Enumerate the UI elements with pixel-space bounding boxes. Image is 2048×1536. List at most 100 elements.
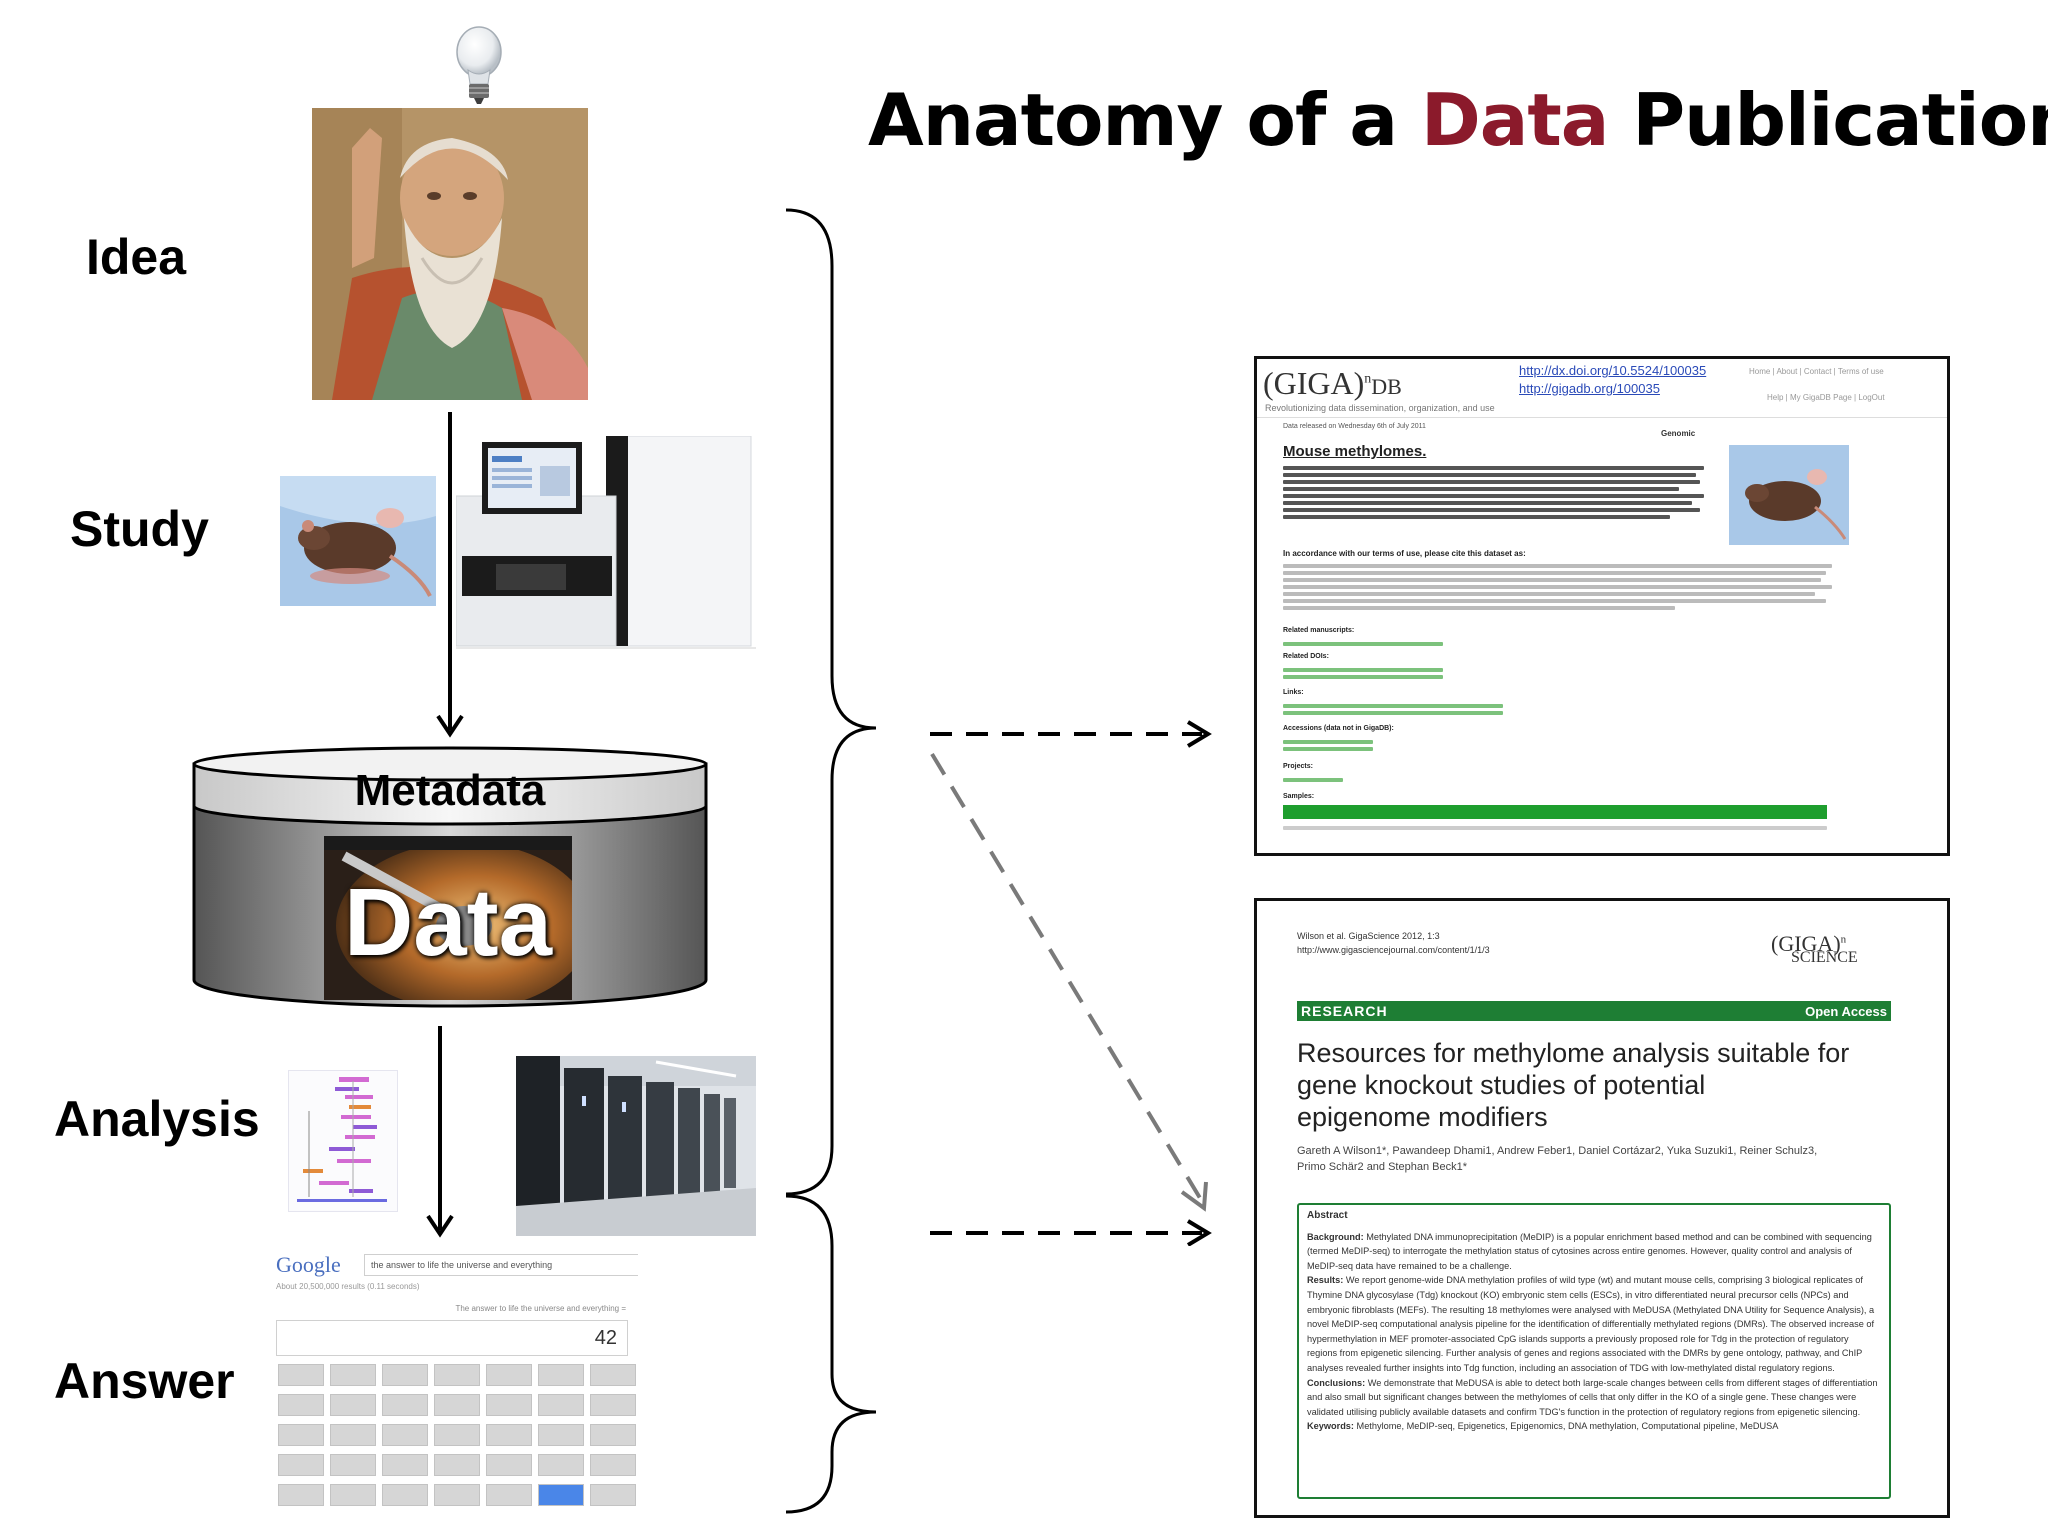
gigadb-logo: (GIGA)nDB: [1263, 365, 1402, 401]
calculator-key[interactable]: [538, 1424, 584, 1446]
gigadb-accessions: Accessions (data not in GigaDB):: [1283, 725, 1394, 732]
abstract-heading: Abstract: [1307, 1210, 1348, 1221]
gigadb-doi-link[interactable]: http://dx.doi.org/10.5524/100035: [1519, 363, 1707, 378]
calculator-key[interactable]: [434, 1424, 480, 1446]
calculator-key[interactable]: [538, 1364, 584, 1386]
calculator-key[interactable]: [330, 1394, 376, 1416]
calculator-key[interactable]: [486, 1484, 532, 1506]
server-room-photo: [516, 1056, 756, 1236]
gigadb-dataset-title: Mouse methylomes.: [1283, 443, 1427, 460]
paper-citation: Wilson et al. GigaScience 2012, 1:3: [1297, 931, 1440, 941]
workflow-diagram-thumbnail: [288, 1070, 398, 1212]
stage-label-idea: Idea: [86, 229, 187, 285]
nav-contact[interactable]: Contact: [1803, 367, 1832, 376]
calculator-key[interactable]: [278, 1394, 324, 1416]
metadata-label: Metadata: [354, 766, 546, 815]
paper-banner-research: RESEARCH: [1301, 1003, 1388, 1019]
nav-home[interactable]: Home: [1749, 367, 1771, 376]
calculator-key[interactable]: [590, 1424, 636, 1446]
light-bulb-icon: [456, 26, 502, 104]
calculator-key[interactable]: [278, 1484, 324, 1506]
paper-url[interactable]: http://www.gigasciencejournal.com/conten…: [1297, 945, 1490, 955]
calculator-key[interactable]: [590, 1394, 636, 1416]
gigadb-tagline: Revolutionizing data dissemination, orga…: [1265, 403, 1495, 413]
calculator-key[interactable]: [486, 1424, 532, 1446]
gigadb-category: Genomic: [1661, 429, 1696, 438]
page-title: Anatomy of a Data Publication: [868, 78, 2048, 162]
gigadb-nav: Home | About | Contact | Terms of use: [1749, 367, 1884, 376]
arrow-database-to-answer: [426, 1026, 454, 1238]
data-label: Data: [343, 869, 553, 976]
gigadb-related-manuscripts: Related manuscripts:: [1283, 627, 1355, 634]
search-query-input[interactable]: the answer to life the universe and ever…: [364, 1254, 638, 1276]
calc-expression: The answer to life the universe and ever…: [455, 1304, 626, 1313]
gigascience-logo: (GIGA)n SCIENCE: [1771, 931, 1858, 966]
calculator-key[interactable]: [382, 1364, 428, 1386]
calculator-key[interactable]: [434, 1484, 480, 1506]
calculator-key[interactable]: [538, 1454, 584, 1476]
gigadb-description: [1283, 463, 1713, 522]
title-prefix: Anatomy of a: [868, 78, 1421, 162]
nav-terms[interactable]: Terms of use: [1837, 367, 1884, 376]
calculator-key[interactable]: [330, 1364, 376, 1386]
abstract-keywords: Methylome, MeDIP-seq, Epigenetics, Epige…: [1356, 1421, 1779, 1432]
calculator-key[interactable]: [382, 1454, 428, 1476]
gigadb-db-link[interactable]: http://gigadb.org/100035: [1519, 381, 1660, 396]
nav-help[interactable]: Help: [1767, 393, 1784, 402]
gigadb-release-date: Data released on Wednesday 6th of July 2…: [1283, 423, 1426, 430]
paper-abstract-box: Abstract Background: Methylated DNA immu…: [1297, 1203, 1891, 1499]
search-logo: Google: [276, 1252, 341, 1277]
gigadb-nav2: Help | My GigaDB Page | LogOut: [1767, 393, 1885, 402]
mouse-photo: [280, 476, 436, 606]
gigadb-cite-heading: In accordance with our terms of use, ple…: [1283, 549, 1526, 558]
calculator-key[interactable]: [590, 1454, 636, 1476]
nav-my-page[interactable]: My GigaDB Page: [1789, 393, 1852, 402]
calculator-key[interactable]: [330, 1484, 376, 1506]
search-result-count: About 20,500,000 results (0.11 seconds): [276, 1282, 420, 1291]
dashed-arrows: [930, 720, 1212, 1246]
gigadb-projects: Projects:: [1283, 763, 1313, 770]
calculator-key[interactable]: [278, 1454, 324, 1476]
stage-label-study: Study: [70, 501, 209, 557]
calculator-key[interactable]: [590, 1484, 636, 1506]
calculator-key[interactable]: [330, 1424, 376, 1446]
calculator-key[interactable]: [434, 1364, 480, 1386]
abstract-conclusions: We demonstrate that MeDUSA is able to de…: [1307, 1377, 1878, 1417]
sequencer-machine: [456, 436, 756, 656]
calculator-key[interactable]: [382, 1424, 428, 1446]
nav-logout[interactable]: LogOut: [1858, 393, 1885, 402]
calculator-key[interactable]: [486, 1394, 532, 1416]
arrow-idea-to-database: [436, 412, 464, 738]
calculator-key[interactable]: [538, 1394, 584, 1416]
calc-display: 42: [276, 1320, 628, 1356]
gigadb-dataset-page: (GIGA)nDB Revolutionizing data dissemina…: [1254, 356, 1950, 856]
search-result-screenshot: Google the answer to life the universe a…: [270, 1248, 638, 1514]
gigadb-samples-header: [1283, 805, 1827, 819]
calculator-key[interactable]: [382, 1394, 428, 1416]
calculator-key[interactable]: [278, 1364, 324, 1386]
gigascience-paper: Wilson et al. GigaScience 2012, 1:3 http…: [1254, 898, 1950, 1518]
calculator-key[interactable]: [278, 1424, 324, 1446]
gigadb-samples: Samples:: [1283, 793, 1315, 800]
paper-banner: RESEARCH Open Access: [1297, 1001, 1891, 1021]
paper-authors-2: Primo Schär2 and Stephan Beck1*: [1297, 1161, 1467, 1173]
calculator-key[interactable]: [330, 1454, 376, 1476]
calculator-key[interactable]: [382, 1484, 428, 1506]
abstract-results: We report genome-wide DNA methylation pr…: [1307, 1275, 1875, 1373]
calculator-key[interactable]: [486, 1364, 532, 1386]
abstract-background: Methylated DNA immunoprecipitation (MeDI…: [1307, 1231, 1872, 1271]
nav-about[interactable]: About: [1776, 367, 1798, 376]
gigadb-links: Links:: [1283, 689, 1304, 696]
calculator-key[interactable]: [486, 1454, 532, 1476]
calculator-key[interactable]: [590, 1364, 636, 1386]
calculator-key[interactable]: [538, 1484, 584, 1506]
gigadb-samples-row: [1283, 823, 1827, 833]
title-accent: Data: [1420, 78, 1609, 162]
calculator-key[interactable]: [434, 1394, 480, 1416]
philosopher-painting: [312, 108, 588, 400]
paper-title: Resources for methylome analysis suitabl…: [1297, 1038, 1850, 1132]
gigadb-citation-authors: [1283, 561, 1843, 613]
calculator-key[interactable]: [434, 1454, 480, 1476]
paper-banner-open-access: Open Access: [1805, 1004, 1887, 1019]
stage-label-answer: Answer: [54, 1353, 235, 1409]
